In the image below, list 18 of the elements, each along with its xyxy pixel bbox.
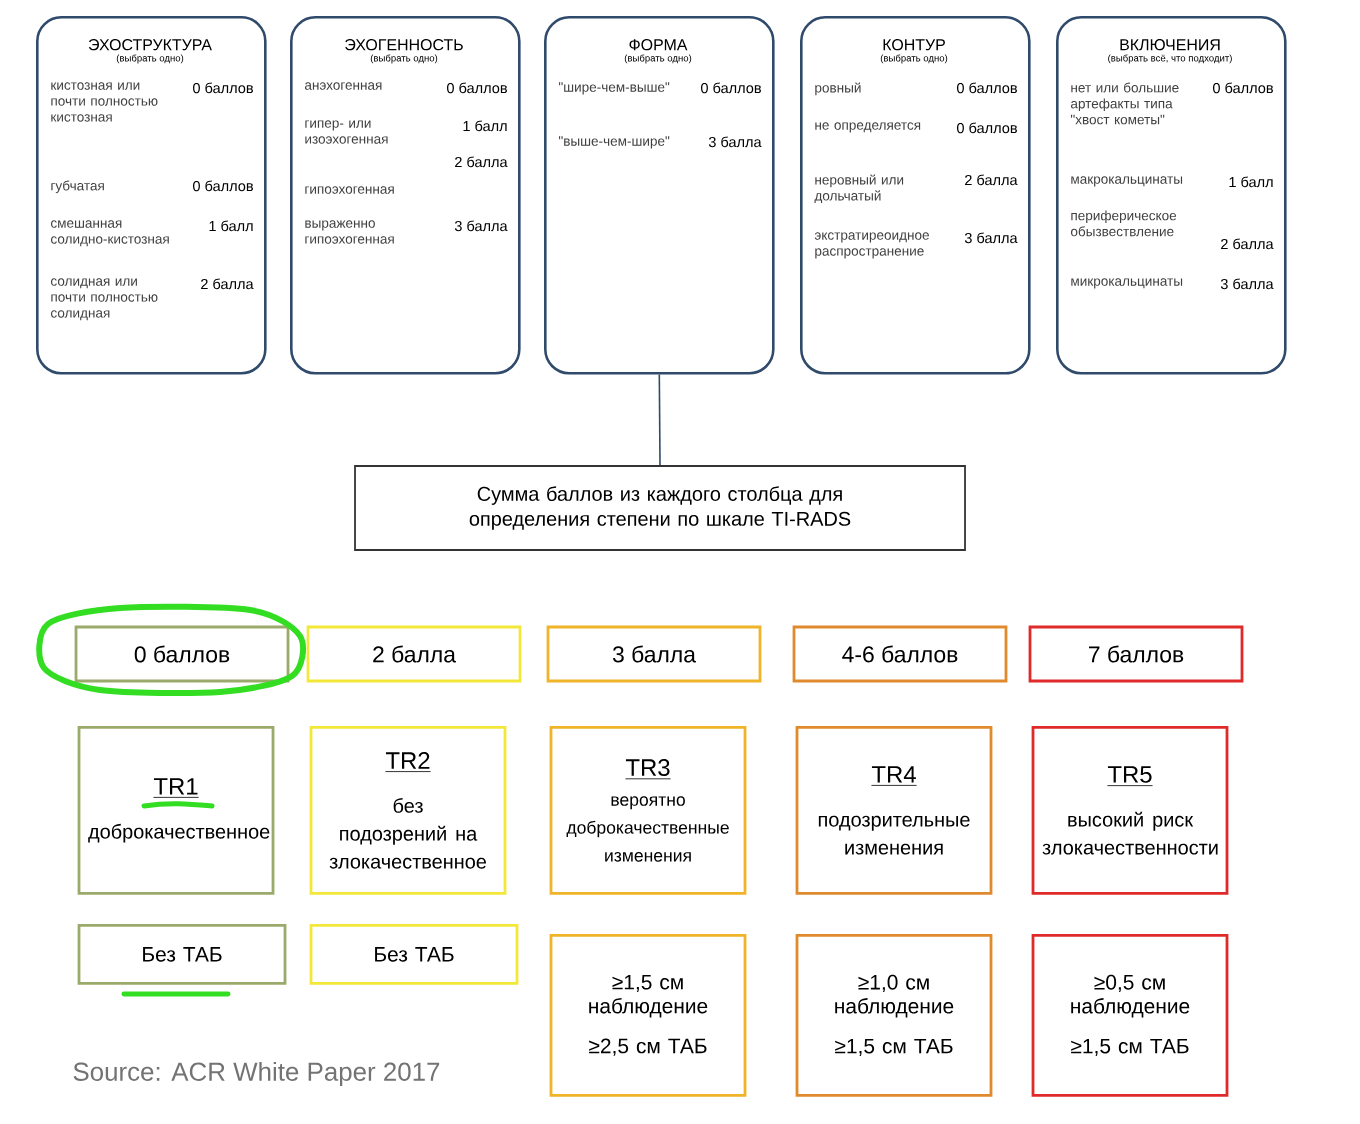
recommendation-box: ≥0,5 см наблюдение ≥1,5 см ТАБ	[1031, 934, 1229, 1097]
score-box: 2 балла	[306, 625, 522, 683]
recommendation-box: Без ТАБ	[309, 924, 519, 985]
score-box: 7 баллов	[1028, 625, 1244, 683]
connector-line	[658, 373, 661, 466]
risk-level-box: TR3 вероятно доброкачественные изменения	[549, 726, 747, 895]
recommendation-box: Без ТАБ	[77, 924, 287, 985]
risk-level-box: TR5 высокий риск злокачественности	[1031, 726, 1229, 895]
score-box: 0 баллов	[74, 625, 290, 683]
risk-level-box: TR2 без подозрений на злокачественное	[309, 726, 507, 895]
score-box: 3 балла	[546, 625, 762, 683]
risk-level-box: TR4 подозрительные изменения	[795, 726, 993, 895]
recommendation-box: ≥1,5 см наблюдение ≥2,5 см ТАБ	[549, 934, 747, 1097]
recommendation-box: ≥1,0 см наблюдение ≥1,5 см ТАБ	[795, 934, 993, 1097]
source-note: Source: ACR White Paper 2017	[73, 1061, 440, 1087]
risk-level-box: TR1 доброкачественное	[77, 726, 275, 895]
score-box: 4-6 баллов	[792, 625, 1008, 683]
summary-box: Сумма баллов из каждого столбца для определения степени по шкале TI-RADS	[354, 465, 966, 551]
